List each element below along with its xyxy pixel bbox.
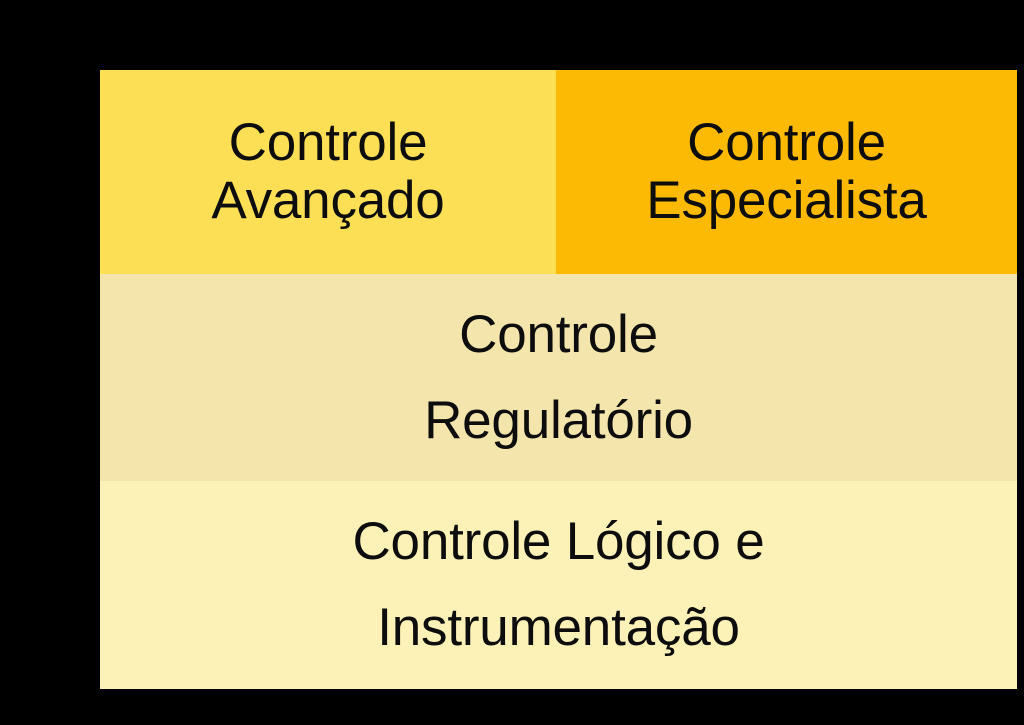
- layer-label-controle-avancado: Controle Avançado: [211, 113, 445, 230]
- layer-cell-controle-logico-instrumentacao[interactable]: Controle Lógico e Instrumentação: [100, 481, 1017, 689]
- diagram-row-middle: Controle Regulatório: [100, 274, 1017, 481]
- diagram-row-bottom: Controle Lógico e Instrumentação: [100, 481, 1017, 689]
- layer-cell-controle-regulatorio[interactable]: Controle Regulatório: [100, 274, 1017, 481]
- layer-label-controle-regulatorio: Controle Regulatório: [424, 304, 693, 450]
- layer-cell-controle-especialista[interactable]: Controle Especialista: [556, 70, 1017, 274]
- layer-label-controle-especialista: Controle Especialista: [646, 113, 927, 230]
- layer-label-controle-logico-instrumentacao: Controle Lógico e Instrumentação: [352, 512, 765, 657]
- control-layers-diagram: Controle Avançado Controle Especialista …: [100, 70, 1017, 689]
- diagram-row-top: Controle Avançado Controle Especialista: [100, 70, 1017, 274]
- layer-cell-controle-avancado[interactable]: Controle Avançado: [100, 70, 556, 274]
